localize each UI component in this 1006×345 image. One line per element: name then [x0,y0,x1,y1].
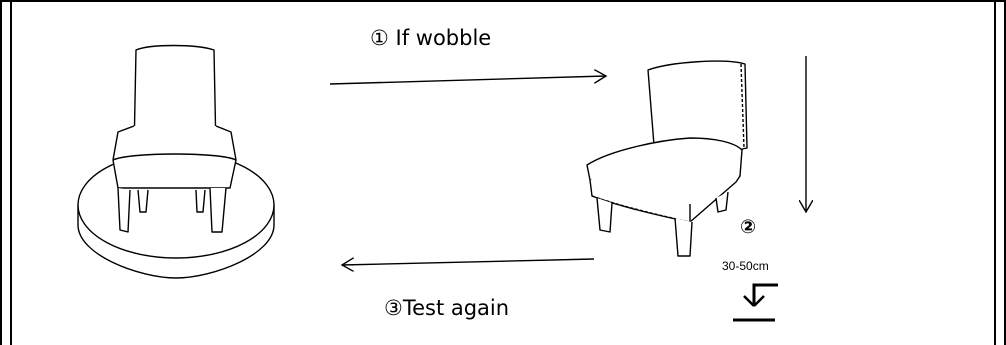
step2-marker: ② [740,216,757,238]
drop-symbol-icon [733,283,778,322]
step3-label: ③Test again [384,296,510,320]
tilted-chair-icon [586,60,748,257]
arrow-right [329,76,606,85]
step1-label: ① If wobble [370,26,492,50]
drop-distance-label: 30-50cm [722,259,769,273]
chair-on-turntable-icon [77,44,275,279]
arrow-left [342,259,595,265]
frame-inner-left-border [10,2,12,345]
frame-inner-right-border [994,2,996,345]
